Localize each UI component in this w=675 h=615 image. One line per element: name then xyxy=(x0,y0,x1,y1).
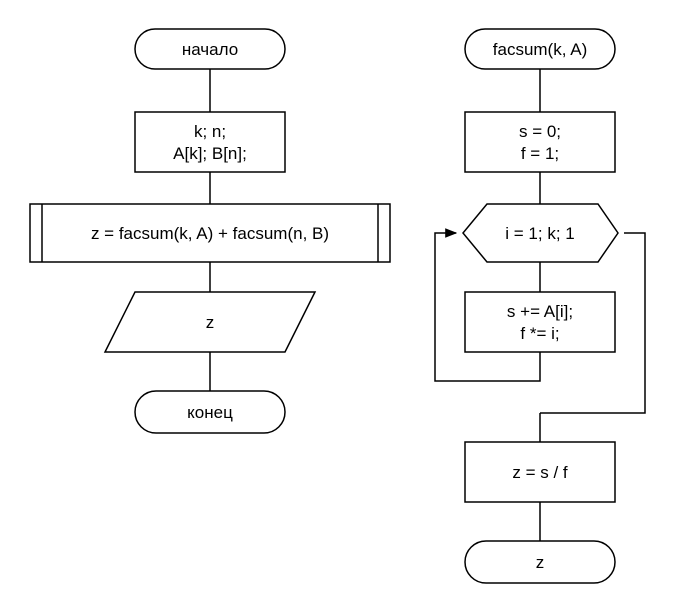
function-init-line2: f = 1; xyxy=(521,144,559,163)
main-declare-line1: k; n; xyxy=(194,122,226,141)
function-start-label: facsum(k, A) xyxy=(493,40,587,59)
main-declare-process xyxy=(134,111,286,173)
function-flowchart: facsum(k, A) s = 0; f = 1; i = 1; k; 1 s… xyxy=(434,28,646,584)
function-return-label: z xyxy=(536,553,545,572)
function-return-terminator xyxy=(464,540,616,584)
function-assign-process xyxy=(464,441,616,503)
function-init-process xyxy=(464,111,616,173)
function-init-line1: s = 0; xyxy=(519,122,561,141)
main-flowchart: начало k; n; A[k]; B[n]; z = facsum(k, A… xyxy=(29,28,391,434)
function-assign-label: z = s / f xyxy=(512,463,568,482)
main-end-terminator xyxy=(134,390,286,434)
main-call-subroutine xyxy=(29,203,391,263)
main-end-label: конец xyxy=(187,403,233,422)
main-start-label: начало xyxy=(182,40,238,59)
main-call-label: z = facsum(k, A) + facsum(n, B) xyxy=(91,224,329,243)
function-body-process xyxy=(464,291,616,353)
main-output-label: z xyxy=(206,313,215,332)
main-start-terminator xyxy=(134,28,286,70)
function-loop-hexagon xyxy=(462,203,619,263)
function-loop-label: i = 1; k; 1 xyxy=(505,224,574,243)
function-start-terminator xyxy=(464,28,616,70)
main-declare-line2: A[k]; B[n]; xyxy=(173,144,247,163)
connector-loop-back xyxy=(434,228,541,382)
function-body-line1: s += A[i]; xyxy=(507,302,573,321)
connector-loop-exit xyxy=(540,232,646,414)
function-body-line2: f *= i; xyxy=(520,324,559,343)
main-output-parallelogram xyxy=(103,291,317,353)
